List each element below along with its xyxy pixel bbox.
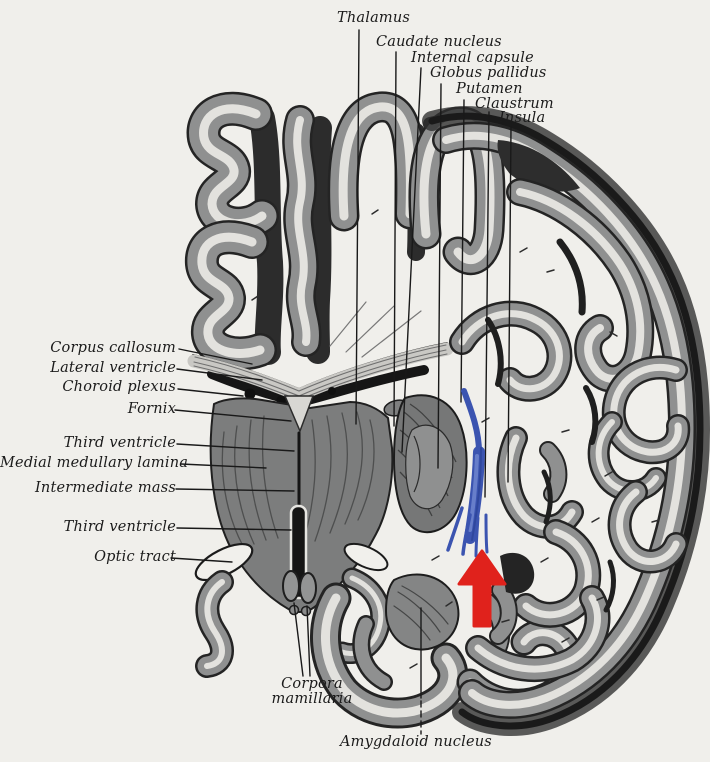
leader-corpora-mamillaria-2 xyxy=(306,605,311,677)
label-third-ventricle-lower: Third ventricle xyxy=(63,519,176,535)
left-gyri-cluster xyxy=(184,91,332,371)
label-caudate-nucleus: Caudate nucleus xyxy=(376,34,502,50)
label-choroid-plexus: Choroid plexus xyxy=(62,379,176,395)
diencephalon xyxy=(194,395,411,617)
label-globus-pallidus: Globus pallidus xyxy=(430,65,547,81)
leader-medial-medullary-lamina xyxy=(180,463,267,469)
right-hemisphere xyxy=(422,106,710,736)
leader-corpus-callosum xyxy=(178,348,253,365)
label-corpora-line2: mamillaria xyxy=(271,690,353,707)
leader-caudate-nucleus xyxy=(393,51,397,427)
label-thalamus: Thalamus xyxy=(337,10,411,26)
putamen-globus-pallidus xyxy=(392,394,468,534)
white-matter-speckles xyxy=(251,209,660,669)
leader-thalamus xyxy=(355,29,360,425)
mammillary-body xyxy=(282,570,300,602)
fornix-shape xyxy=(283,395,315,434)
hemisphere-outline xyxy=(428,112,704,730)
leader-putamen xyxy=(460,99,465,403)
label-corpora-line1: Corpora xyxy=(281,676,343,692)
label-insula: Insula xyxy=(499,110,546,126)
label-optic-tract: Optic tract xyxy=(94,549,176,565)
choroid-plexus-dot xyxy=(244,388,256,400)
label-corpora-mamillaria: Corpora mamillaria xyxy=(256,677,368,706)
claustrum-highlight xyxy=(446,388,489,558)
leader-lateral-ventricle xyxy=(176,368,263,381)
leader-claustrum xyxy=(484,111,490,498)
leader-insula xyxy=(507,126,512,483)
leader-intermediate-mass xyxy=(175,488,295,492)
leader-fornix xyxy=(174,409,292,422)
label-claustrum: Claustrum xyxy=(475,96,554,112)
leader-choroid-plexus xyxy=(177,388,244,397)
red-up-arrow xyxy=(457,549,507,628)
bottom-left-gyri xyxy=(195,567,392,678)
label-medial-medullary-lamina: Medial medullary lamina xyxy=(0,455,189,471)
label-putamen: Putamen xyxy=(456,81,523,97)
label-lateral-ventricle: Lateral ventricle xyxy=(50,360,176,376)
leader-corpora-mamillaria-1 xyxy=(293,602,304,677)
leader-internal-capsule xyxy=(401,67,422,453)
label-third-ventricle-upper: Third ventricle xyxy=(63,435,176,451)
label-fornix: Fornix xyxy=(127,401,176,417)
leader-globus-pallidus xyxy=(437,83,442,469)
amygdaloid-region xyxy=(384,573,460,651)
leader-third-ventricle-upper xyxy=(176,443,295,452)
leader-lines xyxy=(170,29,512,735)
label-amygdaloid-nucleus: Amygdaloid nucleus xyxy=(340,734,492,750)
label-intermediate-mass: Intermediate mass xyxy=(35,480,176,496)
leader-optic-tract xyxy=(170,557,233,563)
label-internal-capsule: Internal capsule xyxy=(411,50,534,66)
label-corpus-callosum: Corpus callosum xyxy=(50,340,176,356)
leader-third-ventricle-lower xyxy=(176,527,292,531)
